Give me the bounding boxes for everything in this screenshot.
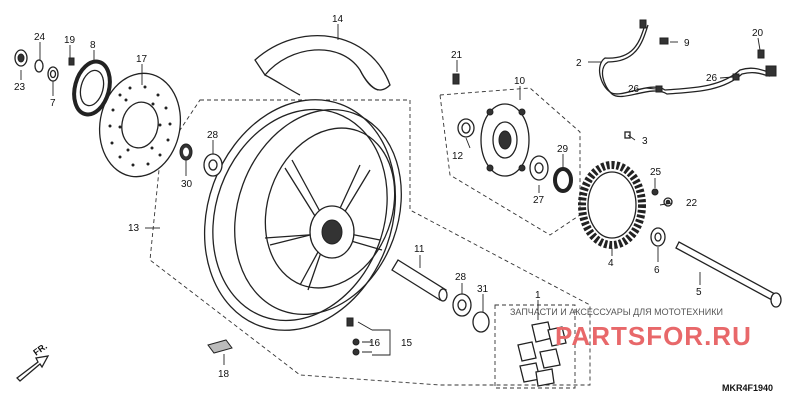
direction-label: FR. <box>31 341 49 358</box>
callout-16: 16 <box>369 338 381 349</box>
callout-26-upper: 26 <box>706 73 718 84</box>
callout-17: 17 <box>136 54 148 65</box>
callout-29: 29 <box>557 144 569 155</box>
bearing-28-right <box>452 293 472 317</box>
bolt-20 <box>757 49 765 59</box>
callout-15: 15 <box>401 338 413 349</box>
callout-10: 10 <box>514 76 526 87</box>
callout-12: 12 <box>452 151 464 162</box>
seal-29 <box>553 167 573 193</box>
bolt-19 <box>68 57 75 66</box>
callout-22: 22 <box>686 198 698 209</box>
callout-5: 5 <box>696 287 702 298</box>
tire <box>254 35 391 96</box>
bearing-28-left <box>203 153 223 177</box>
watermark-caption: ЗАПЧАСТИ И АКСЕССУАРЫ ДЛЯ МОТОТЕХНИКИ <box>510 307 723 317</box>
callout-4: 4 <box>608 258 614 269</box>
bolt-9 <box>659 37 669 45</box>
callout-6: 6 <box>654 265 660 276</box>
callout-14: 14 <box>332 14 344 25</box>
wheel-rim <box>203 99 402 331</box>
callout-28-right: 28 <box>455 272 467 283</box>
damper-rubbers <box>517 321 567 387</box>
callout-8: 8 <box>90 40 96 51</box>
leader-lines <box>20 24 761 365</box>
callout-9: 9 <box>684 38 690 49</box>
o-ring-31 <box>472 311 490 333</box>
valve-stem <box>346 317 360 356</box>
callout-13: 13 <box>128 223 140 234</box>
brake-disc <box>98 72 182 178</box>
distance-collar-11 <box>391 259 448 302</box>
bearing-27 <box>529 155 549 181</box>
nut-25 <box>651 188 659 196</box>
collar-6 <box>650 227 666 247</box>
callout-28-left: 28 <box>207 130 219 141</box>
diagram-code: MKR4F1940 <box>722 383 773 393</box>
callout-21: 21 <box>451 50 463 61</box>
callout-7: 7 <box>50 98 56 109</box>
callout-11: 11 <box>414 244 425 255</box>
callout-26-lower: 26 <box>628 84 640 95</box>
callout-20: 20 <box>752 28 764 39</box>
callout-18: 18 <box>218 369 230 380</box>
balance-weight-18 <box>207 339 233 354</box>
callout-23: 23 <box>14 82 26 93</box>
callout-27: 27 <box>533 195 545 206</box>
driven-flange <box>480 103 530 177</box>
callout-30: 30 <box>181 179 193 190</box>
callout-25: 25 <box>650 167 662 178</box>
callout-31: 31 <box>477 284 489 295</box>
speed-sensor-harness <box>598 19 777 139</box>
disc-cover <box>72 59 112 117</box>
front-direction-arrow: FR. <box>16 341 50 382</box>
callout-24: 24 <box>34 32 46 43</box>
callout-3: 3 <box>642 136 648 147</box>
seal-30 <box>179 143 193 161</box>
watermark: ЗАПЧАСТИ И АКСЕССУАРЫ ДЛЯ МОТОТЕХНИКИ PA… <box>510 307 752 351</box>
stud-bolt-21 <box>452 73 460 85</box>
collar-12 <box>457 118 475 138</box>
callout-2: 2 <box>576 58 582 69</box>
callout-1: 1 <box>535 290 541 301</box>
callout-19: 19 <box>64 35 76 46</box>
driven-sprocket <box>578 161 646 249</box>
nut-22 <box>663 197 673 207</box>
washer-24 <box>34 59 44 73</box>
watermark-brand: PARTSFOR.RU <box>555 321 752 351</box>
rear-axle <box>675 241 782 308</box>
oil-seal-23 <box>14 49 28 67</box>
damper-group-boundary <box>494 304 576 389</box>
collar-7 <box>47 66 59 82</box>
callouts: 14 24 19 8 17 23 7 28 30 13 11 28 31 16 … <box>14 14 764 380</box>
